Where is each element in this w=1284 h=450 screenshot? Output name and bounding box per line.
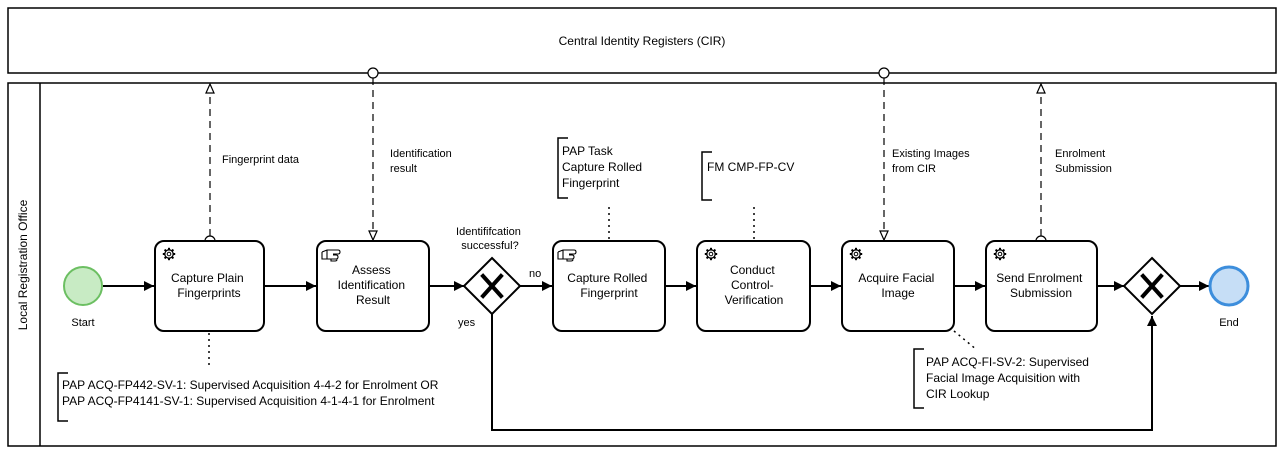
task-acquire-facial-image: Acquire Facial Image <box>841 240 955 332</box>
svg-text:Conduct Control- V: Conduct Control- Verification <box>725 263 784 307</box>
flow-label-no: no <box>529 268 541 280</box>
lro-pool-label: Local Registration Office <box>16 199 30 330</box>
svg-text:PAP ACQ-FP442-SV-1: Supervised: PAP ACQ-FP442-SV-1: Supervised Acquisiti… <box>62 378 442 408</box>
svg-text:Capture Rolled Fingerpri: Capture Rolled Fingerprint <box>567 271 650 300</box>
svg-text:FM CMP-FP-CV: FM CMP-FP-CV <box>707 160 794 174</box>
annotation-pap-task: PAP Task Capture Rolled Fingerprint <box>557 137 645 239</box>
end-label: End <box>1219 317 1239 329</box>
svg-text:PAP Task Capture Rolled: PAP Task Capture Rolled Fingerprint <box>562 144 645 190</box>
svg-text:Acquire Facial Image: Acquire Facial Image <box>858 271 937 300</box>
sequence-flows <box>103 281 1209 431</box>
start-label: Start <box>71 317 94 329</box>
cir-pool-label: Central Identity Registers (CIR) <box>559 34 726 48</box>
svg-text:Capture Plain Fingerprin: Capture Plain Fingerprints <box>171 271 247 300</box>
hand-icon <box>557 249 577 262</box>
svg-text:Send Enrolment Submissio: Send Enrolment Submission <box>996 271 1085 300</box>
cir-pool <box>7 7 1277 74</box>
start-event <box>63 266 103 306</box>
svg-text:Assess Identification: Assess Identification Result <box>338 263 409 307</box>
message-label-enrolment-submission: Enrolment Submission <box>1055 148 1112 175</box>
message-label-existing-images: Existing Images from CIR <box>892 148 973 175</box>
message-label-fingerprint-data: Fingerprint data <box>222 154 300 166</box>
task-assess-identification-result: Assess Identification Result <box>316 240 430 332</box>
task-conduct-control-verification: Conduct Control- Verification <box>696 240 811 332</box>
lro-pool <box>7 82 1277 447</box>
task-capture-plain-fingerprints: Capture Plain Fingerprints <box>154 240 265 332</box>
annotation-pap-acq-fi: PAP ACQ-FI-SV-2: Supervised Facial Image… <box>913 330 1092 409</box>
task-capture-rolled-fingerprint: Capture Rolled Fingerprint <box>552 240 666 332</box>
annotation-pap-acq-fp: PAP ACQ-FP442-SV-1: Supervised Acquisiti… <box>57 333 442 422</box>
exclusive-gateway-merge <box>1122 256 1182 316</box>
end-event <box>1208 265 1250 307</box>
gateway-question-label: Identififcation successful? <box>456 226 524 252</box>
exclusive-gateway-identification <box>462 256 522 316</box>
annotation-fm-cmp: FM CMP-FP-CV <box>701 151 794 239</box>
flow-label-yes: yes <box>458 317 476 329</box>
svg-text:PAP ACQ-FI-SV-2: Supervised: PAP ACQ-FI-SV-2: Supervised Facial Image… <box>926 355 1092 401</box>
hand-icon <box>321 249 341 262</box>
message-label-identification-result: Identification result <box>390 148 455 175</box>
task-send-enrolment-submission: Send Enrolment Submission <box>985 240 1098 332</box>
